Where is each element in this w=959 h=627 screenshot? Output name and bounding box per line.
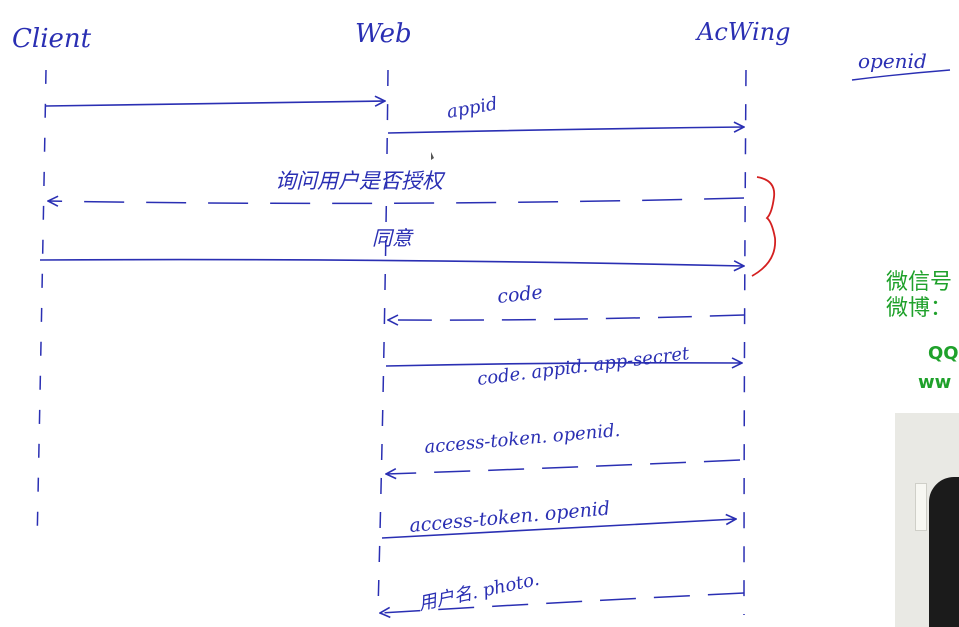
message-label-6: code. appid. app-secret (476, 343, 691, 390)
message-arrow-8 (381, 519, 736, 539)
message-label-7: access-token. openid. (424, 420, 621, 458)
message-arrow-2 (387, 127, 744, 134)
presenter (929, 477, 959, 627)
side-note-openid: openid (858, 49, 927, 73)
message-arrow-4 (39, 258, 744, 266)
message-arrow-3 (48, 198, 745, 203)
participant-web: Web (355, 19, 412, 49)
message-label-5: code (496, 281, 544, 308)
message-arrow-1 (45, 101, 385, 106)
message-arrow-5 (388, 314, 745, 320)
message-arrow-7 (386, 459, 741, 474)
lifeline-web (377, 69, 389, 611)
message-label-2: appid (445, 93, 499, 123)
message-label-4: 同意 (372, 226, 414, 250)
lifeline-acwing (743, 69, 747, 616)
message-label-3: 询问用户是否授权 (275, 169, 446, 193)
side-note-underline (851, 69, 951, 81)
auth-brace (751, 176, 776, 277)
wall-switch (915, 483, 927, 531)
message-arrow-9 (380, 592, 745, 613)
participant-client: Client (12, 24, 92, 54)
participant-acwing: AcWing (695, 18, 791, 46)
cursor-mark (431, 152, 434, 160)
lifeline-client (36, 69, 47, 546)
message-label-9: 用户名. photo. (417, 569, 542, 615)
webcam-overlay (895, 413, 959, 627)
message-arrow-6 (385, 363, 742, 366)
